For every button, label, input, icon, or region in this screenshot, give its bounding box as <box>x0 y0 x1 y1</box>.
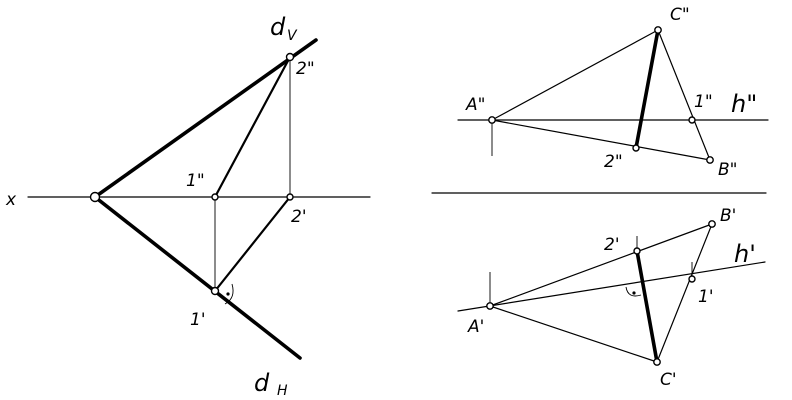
line-1pp-2pp <box>213 55 292 199</box>
label-1pp: 1" <box>186 171 205 191</box>
label-B-top: B' <box>720 206 736 226</box>
label-B-front: B" <box>718 160 737 180</box>
h-prime-line <box>457 261 766 312</box>
edge-A-B-top <box>489 223 713 307</box>
point-C-top <box>653 358 661 366</box>
line-C-2-front <box>634 28 660 150</box>
alpha-h-symbol: d <box>254 369 270 397</box>
right-angle-dot-top <box>632 291 636 295</box>
point-B-top <box>708 220 716 228</box>
label-h-top: h' <box>734 240 756 268</box>
label-h-front: h" <box>731 90 757 118</box>
point-1-top <box>688 275 696 283</box>
line-1p-2p <box>213 195 292 293</box>
point-B-front <box>706 156 714 164</box>
axis-label: x <box>5 190 17 210</box>
alpha-v-subscript: V <box>287 28 298 44</box>
point-2p <box>286 193 294 201</box>
edge-A-C-top <box>489 305 658 363</box>
label-C-top: C' <box>660 370 677 390</box>
label-1p: 1' <box>190 310 206 330</box>
point-1p <box>210 286 220 296</box>
point-1-front <box>688 116 696 124</box>
line-2-C-top <box>635 249 659 364</box>
point-1pp <box>211 193 219 201</box>
label-2p: 2' <box>291 207 307 227</box>
alpha-h-trace <box>93 195 302 360</box>
label-1-top: 1' <box>698 287 714 307</box>
point-2-top <box>633 247 641 255</box>
right-top-view: A' B' C' 2' 1' h' <box>457 206 766 390</box>
edge-C-B-front <box>657 29 711 161</box>
point-A-top <box>486 302 494 310</box>
vanishing-point <box>89 191 101 203</box>
label-2-front: 2" <box>604 152 623 172</box>
label-A-top: A' <box>467 317 484 337</box>
edge-A-C-front <box>491 29 659 121</box>
right-angle-arc-top <box>625 286 642 297</box>
label-C-front: C" <box>670 5 690 25</box>
point-C-front <box>654 26 662 34</box>
point-2pp <box>285 52 295 62</box>
label-A-front: A" <box>465 95 485 115</box>
left-figure: x d V d H 2" 1" 2' 1' <box>5 13 371 399</box>
alpha-v-symbol: d <box>270 13 286 41</box>
alpha-h-subscript: H <box>277 383 288 399</box>
right-angle-dot <box>226 292 230 296</box>
label-2-top: 2' <box>604 235 620 255</box>
label-1-front: 1" <box>694 92 713 112</box>
label-2pp: 2" <box>296 59 315 79</box>
right-angle-arc <box>224 283 234 305</box>
edge-B-C-top <box>656 223 713 363</box>
right-front-view: A" C" B" 1" 2" h" <box>457 5 769 180</box>
point-A-front <box>488 116 496 124</box>
edge-A-B-front <box>491 119 711 161</box>
alpha-v-trace <box>93 38 318 199</box>
point-2-front <box>632 144 640 152</box>
